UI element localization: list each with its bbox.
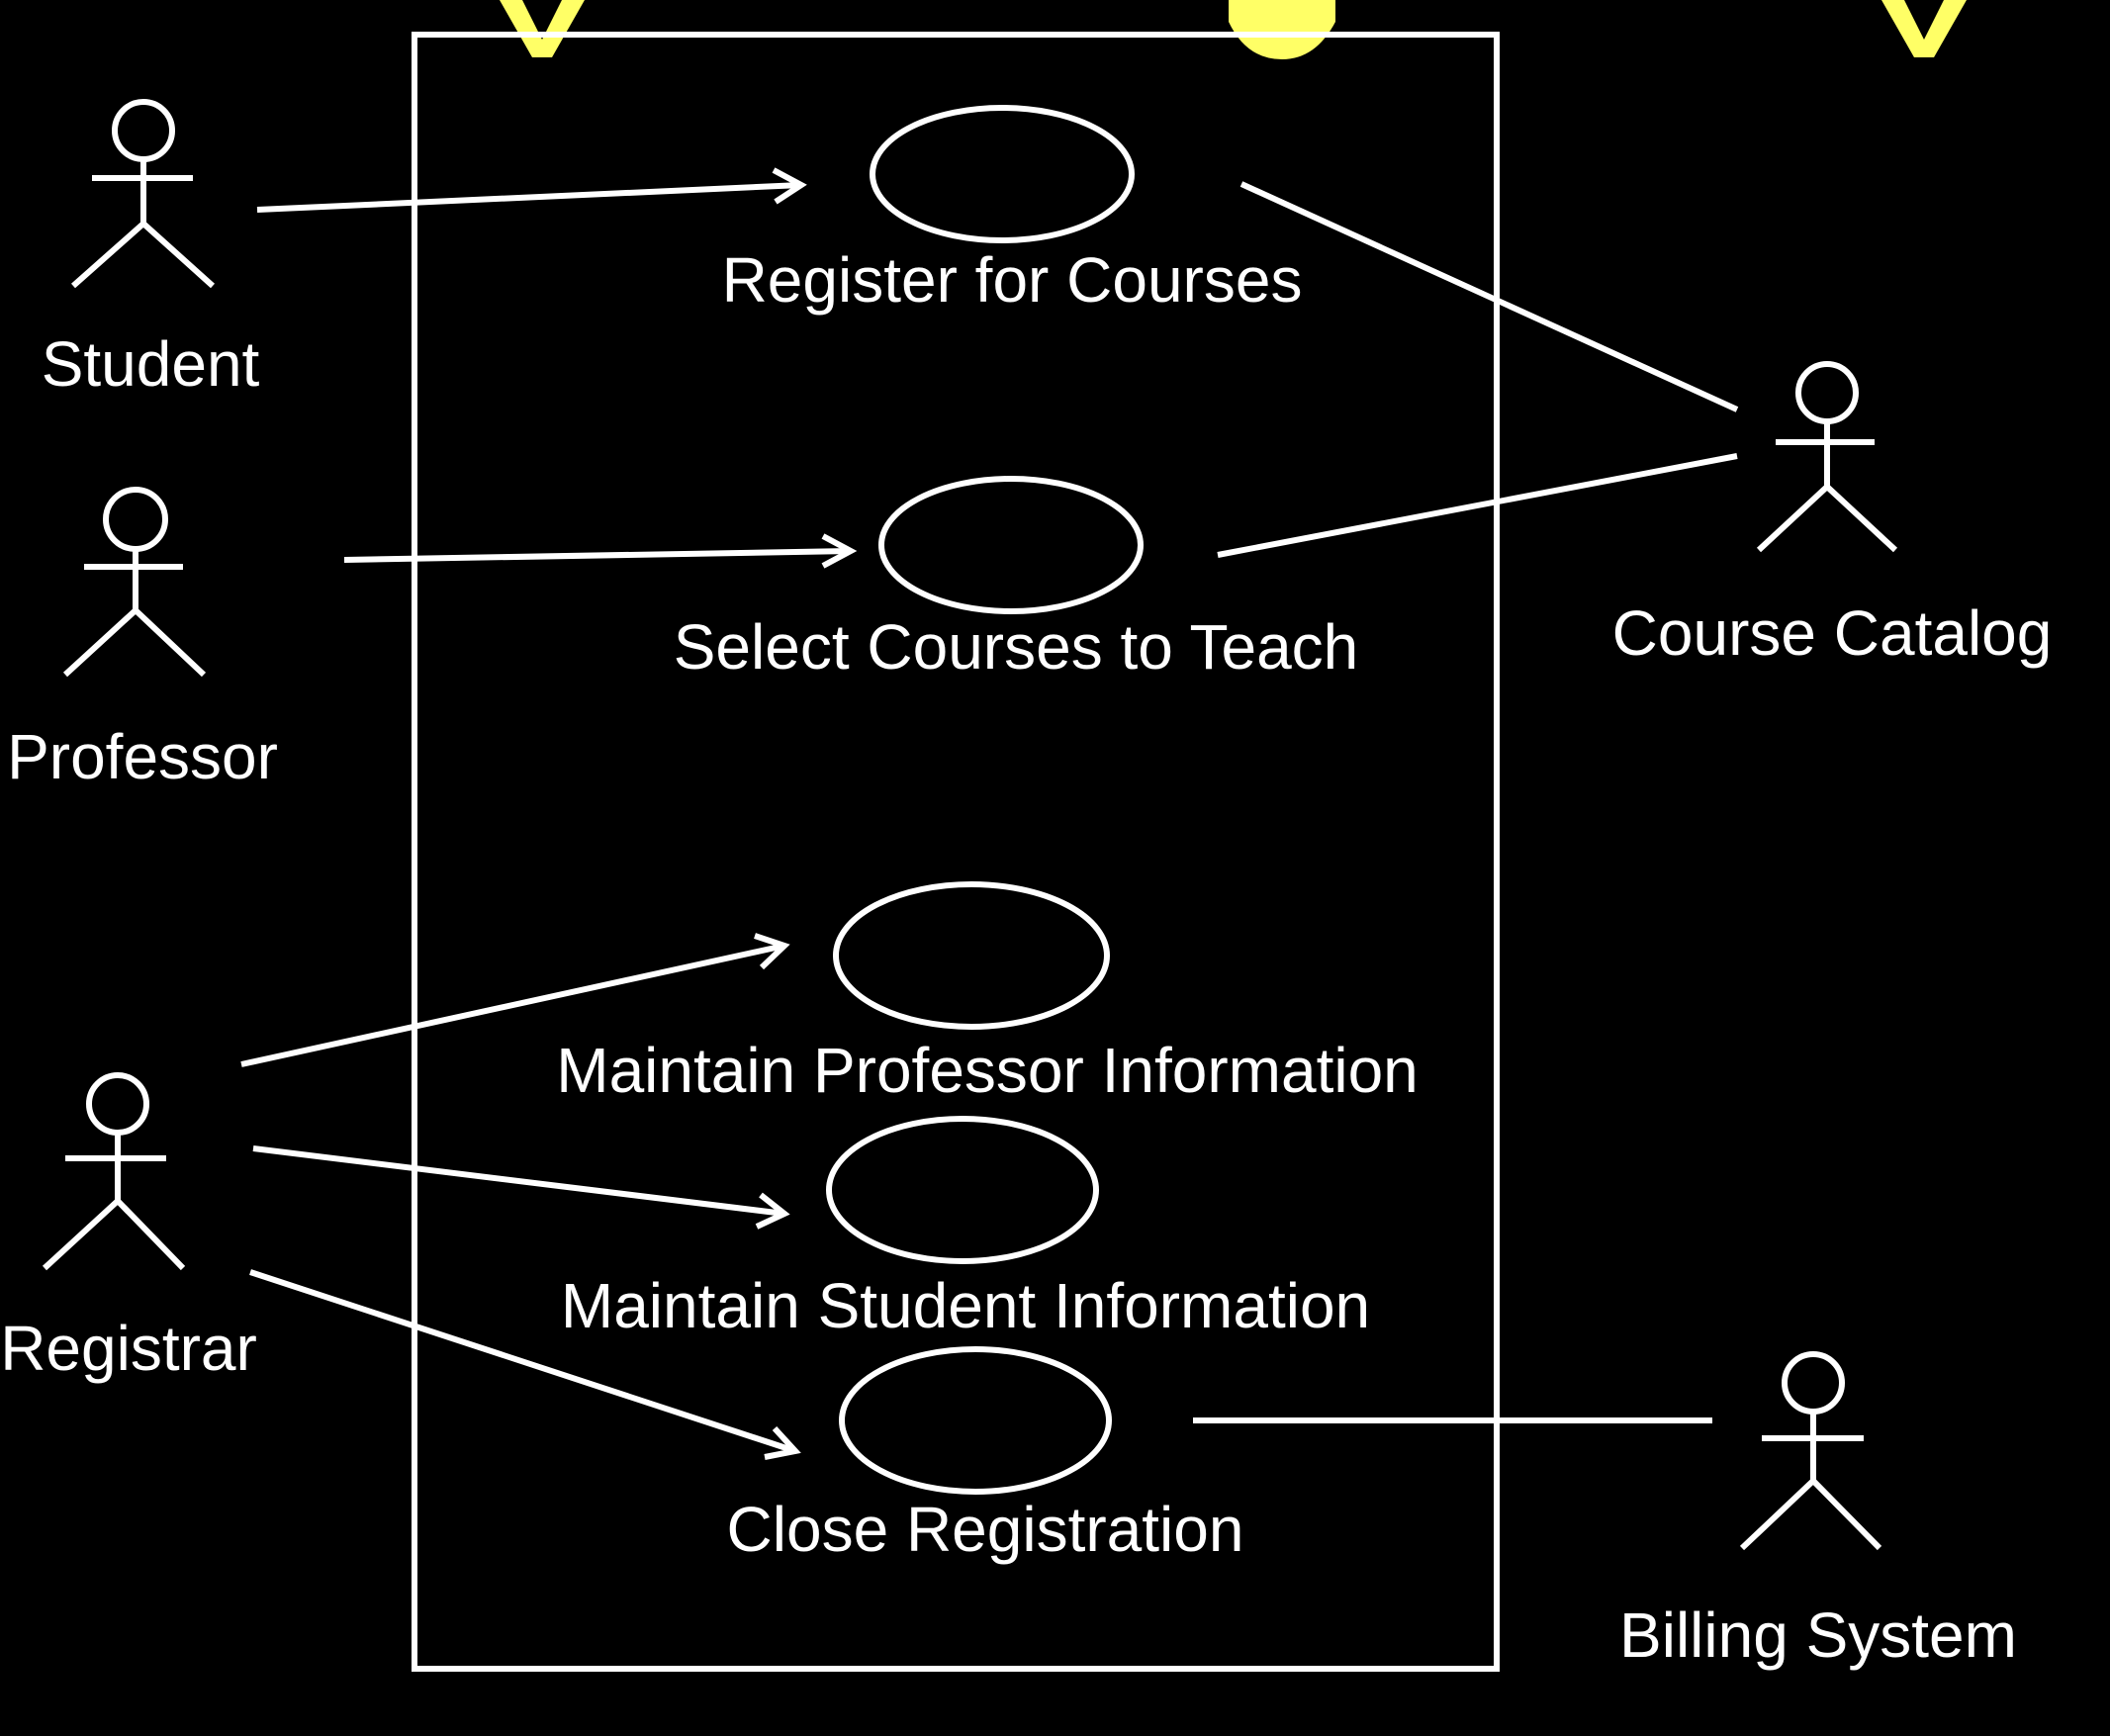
use-case-ellipse [870, 105, 1135, 243]
use-case-select-courses-to-teach: Select Courses to Teach [674, 476, 1359, 683]
association-student-register [256, 167, 807, 213]
use-case-maintain-student-information: Maintain Student Information [561, 1116, 1370, 1341]
use-case-label: Register for Courses [722, 244, 1303, 316]
stick-figure-icon [71, 99, 216, 289]
stick-figure-icon [62, 487, 207, 678]
association-professor-select [343, 533, 858, 569]
actor-course-catalog: Course Catalog [1612, 361, 2053, 669]
use-case-close-registration: Close Registration [727, 1346, 1244, 1565]
stick-figure-icon [1756, 361, 1898, 553]
actor-label: Student [42, 328, 260, 400]
association-registrar-maintain-student [252, 1145, 790, 1230]
association-registrar-maintain-professor [240, 933, 790, 1067]
actor-label: Registrar [0, 1313, 257, 1384]
actor-label: Professor [7, 721, 278, 792]
association-register-course-catalog [1239, 181, 1739, 412]
use-case-label: Select Courses to Teach [674, 611, 1359, 683]
actor-registrar: Registrar [0, 1072, 257, 1384]
use-case-ellipse [839, 1346, 1112, 1495]
actor-billing-system: Billing System [1619, 1351, 2017, 1671]
association-registrar-close-registration [249, 1269, 801, 1460]
use-case-ellipse [878, 476, 1144, 614]
use-case-label: Maintain Professor Information [556, 1035, 1419, 1106]
use-case-ellipse [826, 1116, 1099, 1264]
actor-professor: Professor [7, 487, 278, 792]
system-boundary [412, 32, 1500, 1672]
use-case-register-for-courses: Register for Courses [722, 105, 1303, 316]
actor-label: Billing System [1619, 1599, 2017, 1671]
use-case-label: Maintain Student Information [561, 1270, 1370, 1341]
use-case-label: Close Registration [727, 1494, 1244, 1565]
actor-label: Course Catalog [1612, 597, 2053, 669]
title-fragment [500, 0, 1967, 59]
stick-figure-icon [42, 1072, 186, 1271]
use-case-ellipse [833, 881, 1110, 1030]
actor-student: Student [42, 99, 260, 400]
association-select-course-catalog [1217, 453, 1738, 558]
stick-figure-icon [1739, 1351, 1882, 1551]
use-case-maintain-professor-information: Maintain Professor Information [556, 881, 1419, 1106]
